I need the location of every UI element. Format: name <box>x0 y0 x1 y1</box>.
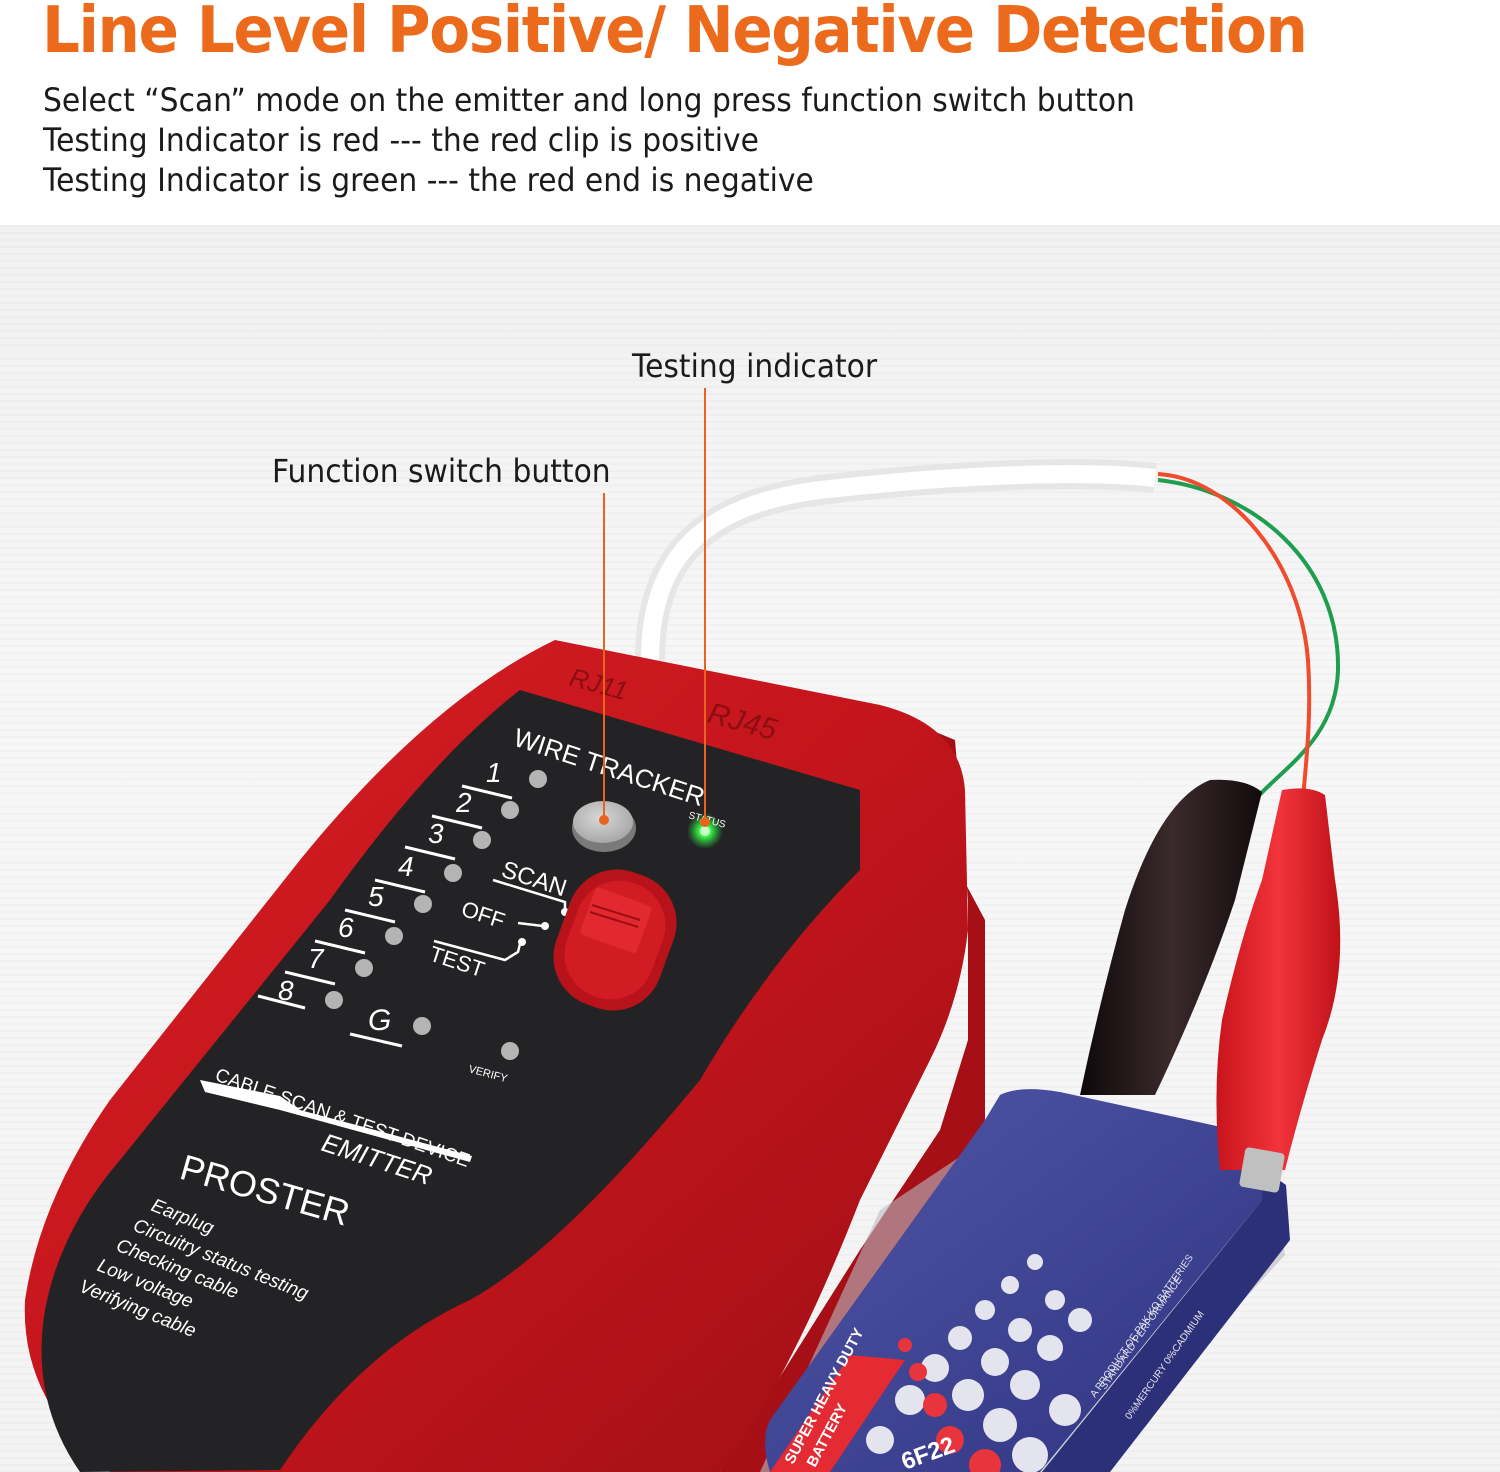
instructions: Select “Scan” mode on the emitter and lo… <box>43 80 1217 200</box>
svg-text:3: 3 <box>428 818 444 849</box>
wire-leds: 1 2 3 4 5 6 7 8 G VERIFY <box>257 757 547 1085</box>
ground-label: G <box>368 1004 391 1037</box>
ground-led <box>413 1017 431 1035</box>
white-cable <box>635 459 1157 661</box>
wire-8-led <box>325 991 343 1009</box>
instruction-line-2: Testing Indicator is red --- the red cli… <box>43 121 759 159</box>
product-illustration: RJ11 RJ45 WIRE TRACKER 1 2 3 4 5 6 7 8 G… <box>24 388 1341 1472</box>
wire-5: 5 <box>344 881 432 924</box>
battery: SUPER HEAVY DUTY BATTERY 6F22 STANDARD P… <box>760 1089 1290 1472</box>
mode-slider-switch[interactable] <box>539 855 690 1024</box>
wire-2: 2 <box>431 787 519 830</box>
svg-text:2: 2 <box>455 787 472 818</box>
wire-2-led <box>501 801 519 819</box>
red-clip <box>1216 788 1341 1193</box>
black-clip <box>1080 779 1262 1095</box>
verify-led <box>501 1042 519 1060</box>
wire-4: 4 <box>374 851 462 894</box>
callout-function-switch-button: Function switch button <box>272 452 611 490</box>
svg-text:8: 8 <box>278 975 294 1006</box>
ground: G <box>349 1004 431 1048</box>
svg-text:7: 7 <box>308 943 325 974</box>
product-photo: RJ11 RJ45 WIRE TRACKER 1 2 3 4 5 6 7 8 G… <box>0 225 1500 1472</box>
wire-6: 6 <box>314 912 403 955</box>
wire-7: 7 <box>284 943 373 986</box>
wire-1: 1 <box>461 757 547 800</box>
header: Line Level Positive/ Negative Detection … <box>0 0 1500 225</box>
wire-6-led <box>385 927 403 945</box>
wire-7-led <box>355 959 373 977</box>
wire-1-led <box>529 770 547 788</box>
page-title: Line Level Positive/ Negative Detection <box>42 0 1308 68</box>
svg-text:6: 6 <box>338 912 354 943</box>
callout-testing-indicator: Testing indicator <box>632 347 878 385</box>
wire-5-led <box>414 895 432 913</box>
green-wire <box>1157 478 1341 802</box>
wire-3: 3 <box>404 818 491 861</box>
instruction-line-3: Testing Indicator is green --- the red e… <box>43 161 814 199</box>
battery-label-band <box>770 1355 905 1472</box>
wire-3-led <box>473 831 491 849</box>
svg-text:1: 1 <box>486 757 502 788</box>
wire-4-led <box>444 864 462 882</box>
red-wire <box>1157 472 1312 801</box>
svg-text:5: 5 <box>368 881 384 912</box>
callout-lines <box>599 388 710 827</box>
wire-8: 8 <box>257 975 343 1010</box>
svg-text:4: 4 <box>398 851 414 882</box>
instruction-line-1: Select “Scan” mode on the emitter and lo… <box>43 81 1135 119</box>
